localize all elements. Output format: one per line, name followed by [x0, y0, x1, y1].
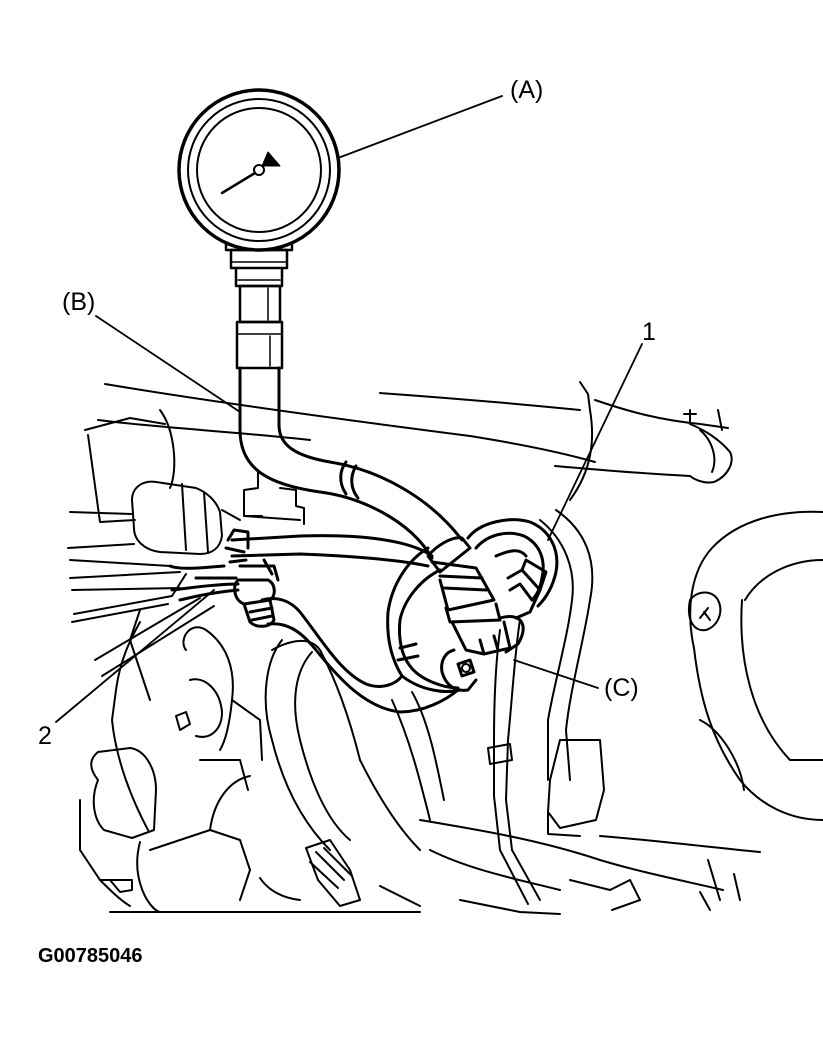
callout-hose-label: (B)	[62, 288, 96, 316]
callout-adapter-label: (C)	[604, 674, 639, 702]
leader-adapter	[514, 660, 598, 688]
callout-fuel-line-1-label: 1	[642, 318, 656, 346]
gauge-needle	[222, 173, 255, 193]
figure-code: G00785046	[38, 945, 143, 967]
leader-gauge	[338, 96, 502, 158]
callout-gauge-label: (A)	[510, 76, 544, 104]
gauge-pointer-mark	[262, 152, 280, 166]
test-hose	[240, 368, 546, 690]
leader-fuel-line-1	[548, 344, 642, 540]
leader-lines	[56, 96, 642, 722]
pressure-gauge-icon	[179, 90, 339, 368]
fuel-lines	[170, 520, 557, 712]
engine-background	[68, 382, 823, 914]
leader-fuel-line-2	[56, 590, 214, 722]
callout-fuel-line-2-label: 2	[38, 722, 52, 750]
leader-hose	[96, 316, 240, 412]
